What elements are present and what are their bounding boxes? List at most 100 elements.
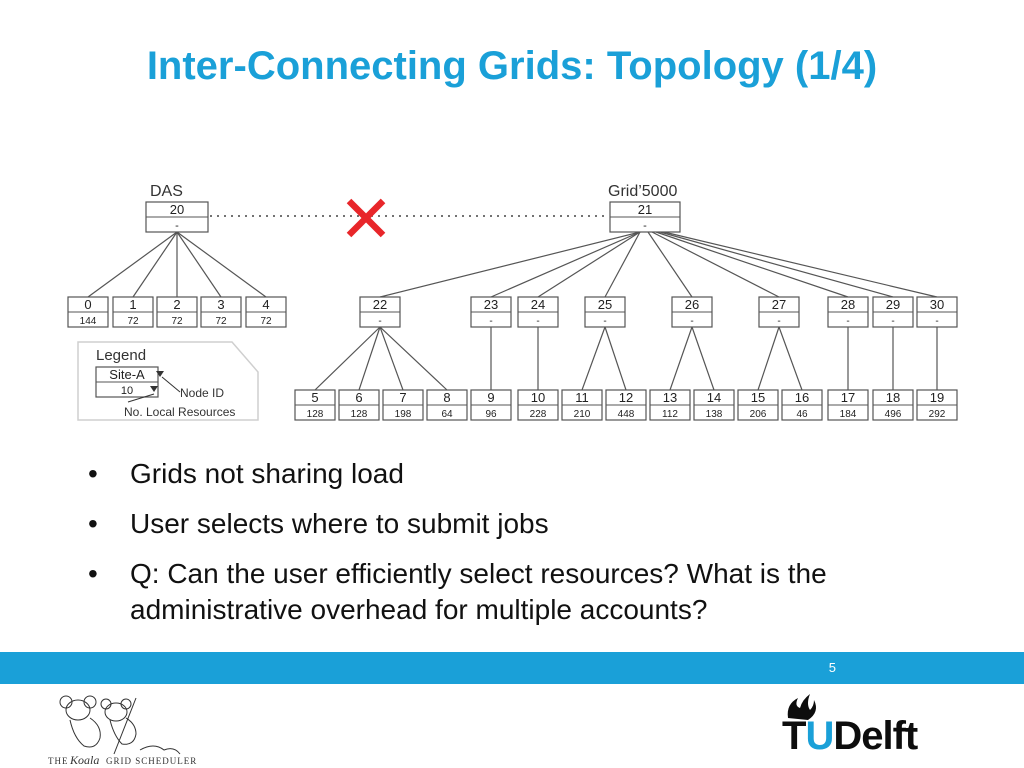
node-id: 19 xyxy=(930,390,944,405)
node-id: 30 xyxy=(930,297,944,312)
node-value: 138 xyxy=(706,409,723,420)
bullet-item: • User selects where to submit jobs xyxy=(88,506,968,542)
grid5000-label: Grid’5000 xyxy=(608,183,677,200)
node-value: 448 xyxy=(618,409,635,420)
grid5000-mid-node: 25 - xyxy=(584,296,626,328)
node-id: 22 xyxy=(373,297,387,312)
node-id: 21 xyxy=(638,202,652,217)
node-value: 496 xyxy=(885,409,902,420)
node-id: 1 xyxy=(129,297,136,312)
node-id: 2 xyxy=(173,297,180,312)
edge xyxy=(581,326,606,391)
grid5000-mid-node: 28 - xyxy=(827,296,869,328)
edge xyxy=(691,326,715,391)
slide-title: Inter-Connecting Grids: Topology (1/4) xyxy=(146,44,878,88)
node-id: 8 xyxy=(443,390,450,405)
edge xyxy=(314,326,381,391)
bullet-text: Q: Can the user efficiently select resou… xyxy=(130,558,827,625)
grid5000-mid-node: 27- xyxy=(758,296,800,328)
footer-bar: 5 xyxy=(0,652,1024,684)
tudelft-logo: TUDelft xyxy=(782,714,918,758)
node-value: - xyxy=(891,316,894,327)
edge xyxy=(655,231,849,298)
legend: Legend Site-A 10 Node ID No. Local Resou… xyxy=(77,341,259,421)
svg-text:GRID SCHEDULER: GRID SCHEDULER xyxy=(106,756,197,766)
legend-local-resources-label: No. Local Resources xyxy=(124,405,235,419)
node-value: 72 xyxy=(260,316,272,327)
bullet-item: •Q: Can the user efficiently select reso… xyxy=(88,556,968,628)
node-value: 64 xyxy=(441,409,453,420)
node-id: 14 xyxy=(707,390,721,405)
edge xyxy=(490,231,641,298)
node-value: - xyxy=(175,220,179,232)
grid5000-mid-node: 22 - xyxy=(359,296,401,328)
legend-pointer xyxy=(127,393,155,403)
edge xyxy=(651,231,780,298)
edge xyxy=(663,231,938,298)
koala-logo: THE Koala GRID SCHEDULER xyxy=(48,695,197,767)
edge xyxy=(87,231,178,298)
node-value: 206 xyxy=(750,409,767,420)
node-id: 4 xyxy=(262,297,269,312)
node-value: - xyxy=(378,316,381,327)
node-value: - xyxy=(643,220,647,232)
edge xyxy=(604,231,641,298)
node-id: 11 xyxy=(575,390,589,405)
grid5000-leaf-node: 864 xyxy=(426,389,468,421)
node-value: 144 xyxy=(80,316,97,327)
node-id: 16 xyxy=(795,390,809,405)
no-link-mark: ✕ xyxy=(338,181,393,258)
das-site-node: 472 xyxy=(245,296,287,328)
edge xyxy=(358,326,381,391)
bullet-dot-icon: • xyxy=(88,508,98,539)
das-site-node: 172 xyxy=(112,296,154,328)
node-value: 292 xyxy=(929,409,946,420)
bullet-dot-icon: • xyxy=(88,458,98,489)
node-id: 28 xyxy=(841,297,855,312)
node-id: 25 xyxy=(598,297,612,312)
bullet-text: User selects where to submit jobs xyxy=(130,508,549,539)
node-id: 12 xyxy=(619,390,633,405)
node-id: 17 xyxy=(841,390,855,405)
edge xyxy=(176,231,267,298)
edge xyxy=(778,326,803,391)
bullet-item: •Grids not sharing load xyxy=(88,456,968,492)
node-value: 228 xyxy=(530,409,547,420)
node-value: 46 xyxy=(796,409,808,420)
edge xyxy=(132,231,178,298)
node-id: 18 xyxy=(886,390,900,405)
edge xyxy=(659,231,894,298)
node-value: - xyxy=(603,316,606,327)
node-value: - xyxy=(846,316,849,327)
node-value: 72 xyxy=(127,316,139,327)
das-site-node: 272 xyxy=(156,296,198,328)
legend-site-value: 10 xyxy=(121,385,133,397)
grid5000-mid-node: 29- xyxy=(872,296,914,328)
grid5000-mid-row: 22-23-24-25-26-27-28-29-30- xyxy=(359,296,958,328)
node-value: 210 xyxy=(574,409,591,420)
node-value: 128 xyxy=(351,409,368,420)
pointer-arrow-icon xyxy=(156,371,164,377)
node-value: 112 xyxy=(662,409,678,420)
edge xyxy=(604,326,627,391)
node-id: 26 xyxy=(685,297,699,312)
das-site-node: 372 xyxy=(200,296,242,328)
node-value: 184 xyxy=(840,409,857,420)
node-id: 24 xyxy=(531,297,545,312)
node-value: 128 xyxy=(307,409,324,420)
node-value: - xyxy=(690,316,693,327)
topology-diagram: ✕ DAS 20 - Grid’5000 21 - 01441722723724… xyxy=(67,181,958,421)
node-id: 6 xyxy=(355,390,362,405)
node-value: 96 xyxy=(485,409,497,420)
grid5000-mid-node: 23- xyxy=(470,296,512,328)
svg-text:THE: THE xyxy=(48,756,69,766)
